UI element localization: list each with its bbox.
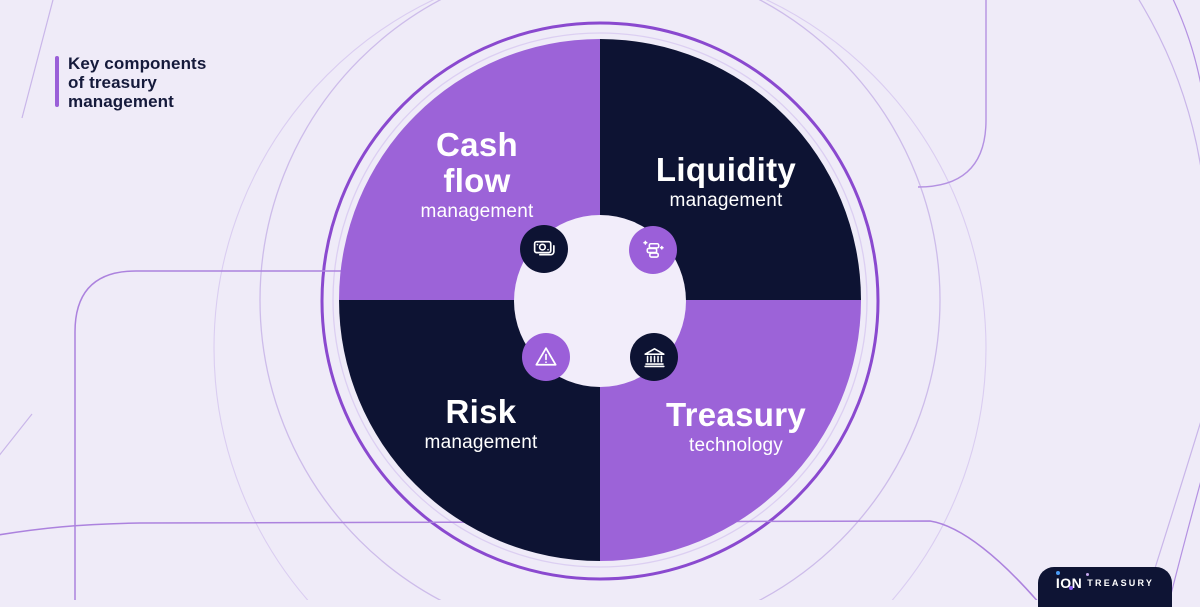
segment-liquidity-subtitle: management	[669, 190, 783, 211]
segment-cash-flow-title-line1: Cash	[436, 126, 518, 163]
title-accent-bar	[55, 56, 59, 107]
segment-cash-flow-subtitle: management	[420, 201, 534, 222]
decor-line-left-corner-path	[74, 270, 435, 600]
treasury-icon-badge	[630, 333, 678, 381]
ion-logo-dot-blue	[1055, 571, 1060, 575]
ion-logo-dot-lavender	[1085, 573, 1089, 576]
page-title-line-1: Key components	[68, 54, 207, 73]
wheel-ring-thin	[332, 32, 868, 568]
segment-risk-title: Risk	[445, 393, 517, 430]
banknote-icon	[533, 240, 555, 256]
decor-sweep-top-right-2	[1172, 0, 1200, 84]
decor-sweep-top-right-1	[1138, 0, 1200, 166]
coins-stack-icon	[642, 240, 664, 258]
page-title: Key components of treasury management	[68, 54, 206, 111]
segment-cash-flow: Cash flow management	[357, 127, 597, 224]
page-title-line-2: of treasury	[68, 73, 157, 92]
decor-ring-outermost	[213, 0, 987, 600]
segment-cash-flow-title-line2: flow	[443, 162, 511, 199]
page-title-line-3: management	[68, 92, 174, 111]
segment-liquidity: Liquidity management	[606, 152, 846, 213]
segment-treasury-subtitle: technology	[689, 435, 783, 456]
ion-treasury-logo: ION TREASURY	[1055, 571, 1155, 591]
decor-line-top-left	[21, 0, 54, 119]
treasury-wordmark: TREASURY	[1087, 578, 1155, 588]
ion-logo-text: ION	[1055, 575, 1083, 591]
decor-line-bottom-left	[0, 413, 33, 456]
risk-icon-badge	[522, 333, 570, 381]
decor-ring-outer	[259, 0, 941, 600]
segment-treasury-technology: Treasury technology	[616, 397, 856, 458]
bank-icon	[643, 347, 665, 367]
decor-line-bottom	[0, 520, 1038, 600]
segment-liquidity-title: Liquidity	[655, 151, 797, 188]
decor-sweep-bottom-right-2	[1168, 481, 1200, 600]
ion-treasury-logo-plate: ION TREASURY	[1038, 567, 1172, 607]
segment-treasury-title: Treasury	[666, 396, 806, 433]
cash-flow-icon-badge	[520, 225, 568, 273]
decor-line-right-corner-path	[917, 0, 987, 188]
ion-logo-dot-purple	[1068, 586, 1073, 590]
wheel-ring-thick	[320, 21, 880, 581]
segment-risk: Risk management	[361, 394, 601, 455]
liquidity-icon-badge	[629, 226, 677, 274]
page-header: Key components of treasury management	[55, 54, 206, 111]
segment-risk-subtitle: management	[424, 432, 538, 453]
warning-triangle-icon	[535, 347, 557, 366]
